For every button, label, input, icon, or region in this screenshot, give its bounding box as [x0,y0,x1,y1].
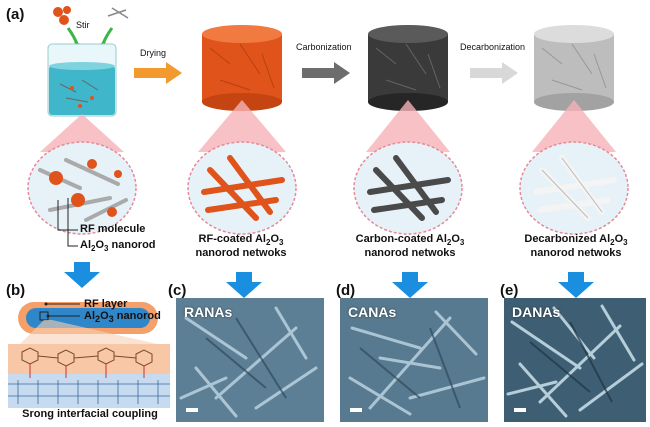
stir-icon [53,6,129,25]
drying-label: Drying [140,48,167,58]
scalebar-d [350,408,362,412]
leader-lines [57,198,78,247]
nanorod-label: Al2O3 nanorod [84,310,161,325]
carbon-coated-zoom-circle [353,141,463,235]
rf-coated-caption-line2: nanorod netwoks [195,247,287,259]
carbon-coated-caption-line2: nanorod netwoks [364,247,456,259]
sem-label-danas: DANAs [512,304,561,320]
decarbonization-label: Decarbonization [460,42,526,52]
rf-molecule-zoom-circle [27,141,137,235]
scalebar-c [186,408,198,412]
sem-label-ranas: RANAs [184,304,233,320]
sem-image-danas [504,298,646,422]
rf-molecule-caption: RF molecule [80,223,146,235]
sem-label-canas: CANAs [348,304,397,320]
blue-down-arrow-e [558,272,594,298]
carbon-coated-caption-line1: Carbon-coated Al2O3 [355,233,465,248]
nanorod-schematic [18,302,166,346]
panel-label-d: (d) [336,282,356,299]
carbon-network-cylinder [368,25,448,111]
panel-label-b: (b) [6,282,26,299]
interfacial-coupling-caption: Srong interfacial coupling [22,408,158,420]
panel-label-a: (a) [6,6,25,23]
decarbonized-caption-line2: nanorod netwoks [530,247,622,259]
panel-label-e: (e) [500,282,519,299]
interfacial-structure [8,344,170,408]
carbonization-label: Carbonization [296,42,352,52]
carbonization-arrow [302,62,350,84]
scalebar-e [514,408,526,412]
decarbonized-zoom-circle [519,141,629,235]
stir-label: Stir [76,20,90,30]
decarbonized-network-cylinder [534,25,614,111]
rf-network-cylinder [202,25,282,111]
sem-image-ranas [176,298,324,422]
rf-coated-caption-line1: RF-coated Al2O3 [198,233,284,248]
panel-label-c: (c) [168,282,187,299]
zoom-beams [40,100,616,152]
blue-down-arrow-c [226,272,262,298]
decarbonization-arrow [470,62,518,84]
decarbonized-caption-line1: Decarbonized Al2O3 [524,233,628,248]
rf-coated-zoom-circle [187,141,297,235]
drying-arrow [134,62,182,84]
blue-down-arrow-b [64,262,100,288]
blue-down-arrow-d [392,272,428,298]
beaker-icon [47,43,117,117]
rf-layer-label: RF layer [84,298,128,310]
sem-image-canas [340,298,488,422]
al2o3-nanorod-caption: Al2O3 nanorod [80,239,156,254]
